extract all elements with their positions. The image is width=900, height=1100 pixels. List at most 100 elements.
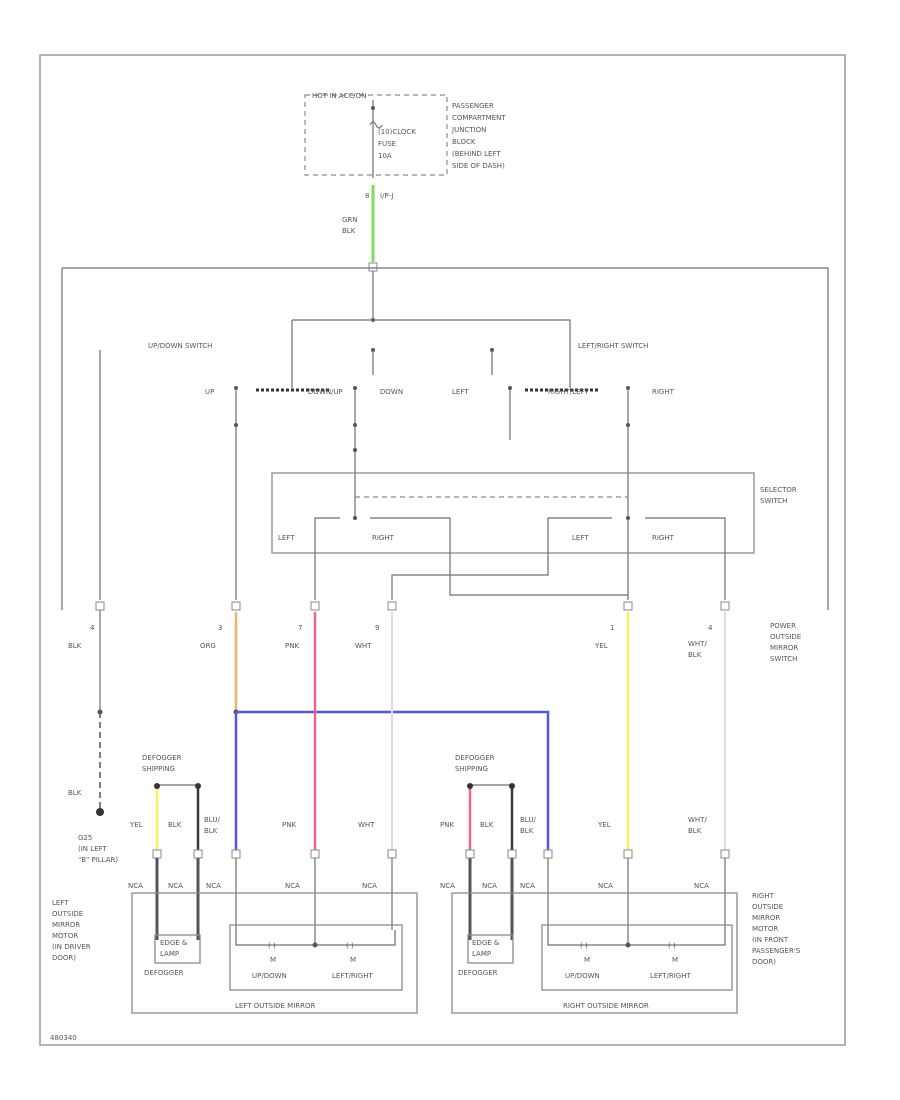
right-conn-3 xyxy=(543,849,553,859)
left-motor-1-label: UP/DOWN xyxy=(252,972,287,980)
updown-switch-label: UP/DOWN SWITCH xyxy=(148,342,212,350)
wire-pin-9: 9 xyxy=(375,624,379,632)
left-defogger-pin-1 xyxy=(154,783,160,789)
left-wire-label-wht: WHT xyxy=(358,821,375,829)
left-mirror-body xyxy=(131,892,418,1014)
left-contact xyxy=(508,386,512,390)
wire-pin-1: 1 xyxy=(610,624,614,632)
left-motor-2-m: M xyxy=(350,956,356,964)
right-mirror-defogger: DEFOGGER xyxy=(458,969,498,977)
right-motor-wiring xyxy=(547,930,726,946)
right-wire-label-whtblk: WHT/BLK xyxy=(688,816,707,835)
right-conn-label-2: NCA xyxy=(482,882,497,890)
left-conn-label-1: NCA xyxy=(128,882,143,890)
selector-right-wire-2 xyxy=(645,517,726,600)
right-motor-common xyxy=(625,942,631,948)
left-mirror-unit xyxy=(154,934,201,964)
terminal-3-org xyxy=(231,601,241,611)
ground-icon xyxy=(96,808,104,816)
right-wire-label-yel: YEL xyxy=(597,821,611,829)
left-mirror-title: LEFT OUTSIDE MIRROR xyxy=(235,1002,316,1010)
wire-color-org: ORG xyxy=(200,642,216,650)
wire-pin-3: 3 xyxy=(218,624,222,632)
right-motor-1-icon: ( ) xyxy=(580,942,588,950)
right-motor-2-icon: ( ) xyxy=(668,942,676,950)
selector-left-1: LEFT xyxy=(278,534,295,542)
leftright-switch-label: LEFT/RIGHT SWITCH xyxy=(578,342,648,350)
ground-label: G25(IN LEFT"B" PILLAR) xyxy=(78,834,118,864)
diagram-code: 480340 xyxy=(50,1034,77,1042)
right-wire-label-blk: BLK xyxy=(480,821,494,829)
diagram-frame xyxy=(39,54,846,1046)
fuse-connector: I/P-J xyxy=(380,192,393,200)
right-motor-2-label: LEFT/RIGHT xyxy=(650,972,691,980)
right-mirror-connectors: NCA NCA NCA NCA NCA xyxy=(440,849,730,890)
pjb-label-1: PASSENGER xyxy=(452,102,494,110)
right-conn-1 xyxy=(465,849,475,859)
supply-bus xyxy=(292,319,571,388)
left-wire-label-blk: BLK xyxy=(168,821,182,829)
up-label: UP xyxy=(205,388,214,396)
left-conn-4 xyxy=(310,849,320,859)
wire-color-yel: YEL xyxy=(594,642,608,650)
selector-switch-box xyxy=(271,472,755,554)
selector-left-wire-2 xyxy=(391,517,612,600)
switch-outline-top xyxy=(62,267,829,610)
terminal-4-whtblk xyxy=(720,601,730,611)
selector-right-2: RIGHT xyxy=(652,534,675,542)
left-conn-label-4: NCA xyxy=(285,882,300,890)
fuse-block-outline xyxy=(304,94,448,176)
right-node xyxy=(626,423,630,427)
pjb-label-6: SIDE OF DASH) xyxy=(452,162,505,170)
left-motor-common xyxy=(312,942,318,948)
right-conn-4 xyxy=(623,849,633,859)
fuse-icon xyxy=(369,121,383,129)
fuse-label-1: (10)CLOCK xyxy=(378,128,416,136)
selector-left-wire-1 xyxy=(314,517,340,600)
right-motor-box xyxy=(541,924,733,991)
left-motor-1-m: M xyxy=(270,956,276,964)
left-conn-label-3: NCA xyxy=(206,882,221,890)
down-node-1 xyxy=(353,423,357,427)
left-conn-label-2: NCA xyxy=(168,882,183,890)
left-conn-3 xyxy=(231,849,241,859)
fuse-label-3: 10A xyxy=(378,152,392,160)
right-conn-label-5: NCA xyxy=(694,882,709,890)
right-conn-5 xyxy=(720,849,730,859)
ground-wire-color: BLK xyxy=(68,789,82,797)
left-mirror-unit-label: EDGE &LAMP xyxy=(160,939,188,958)
fuse-hot-label: HOT IN ACC/ON xyxy=(312,92,366,100)
left-conn-1 xyxy=(152,849,162,859)
terminal-9-wht xyxy=(387,601,397,611)
left-wire-label-pnk: PNK xyxy=(282,821,296,829)
left-defogger-pin-2 xyxy=(195,783,201,789)
left-wire-label-blublk: BLU/BLK xyxy=(204,816,220,835)
selector-right-1: RIGHT xyxy=(372,534,395,542)
right-label: RIGHT xyxy=(652,388,675,396)
right-motor-1-label: UP/DOWN xyxy=(565,972,600,980)
right-conn-label-3: NCA xyxy=(520,882,535,890)
right-wire-label-pnk: PNK xyxy=(440,821,454,829)
down-contact xyxy=(353,386,357,390)
fuse-label-2: FUSE xyxy=(378,140,396,148)
down-node-2 xyxy=(353,448,357,452)
selector-right-wire-1 xyxy=(370,517,628,596)
right-motor-2-m: M xyxy=(672,956,678,964)
right-conn-label-4: NCA xyxy=(598,882,613,890)
wire-color-blk: BLK xyxy=(68,642,82,650)
fuse-pin: 8 xyxy=(365,192,369,200)
pjb-label-3: JUNCTION xyxy=(451,126,486,134)
left-wire-label-yel: YEL xyxy=(129,821,143,829)
left-mirror-internal-leads xyxy=(155,858,200,940)
selector-contact-1 xyxy=(353,516,357,520)
wire-pin-4b: 4 xyxy=(708,624,713,632)
terminal-7-pnk xyxy=(310,601,320,611)
left-motor-1-icon: ( ) xyxy=(268,942,276,950)
